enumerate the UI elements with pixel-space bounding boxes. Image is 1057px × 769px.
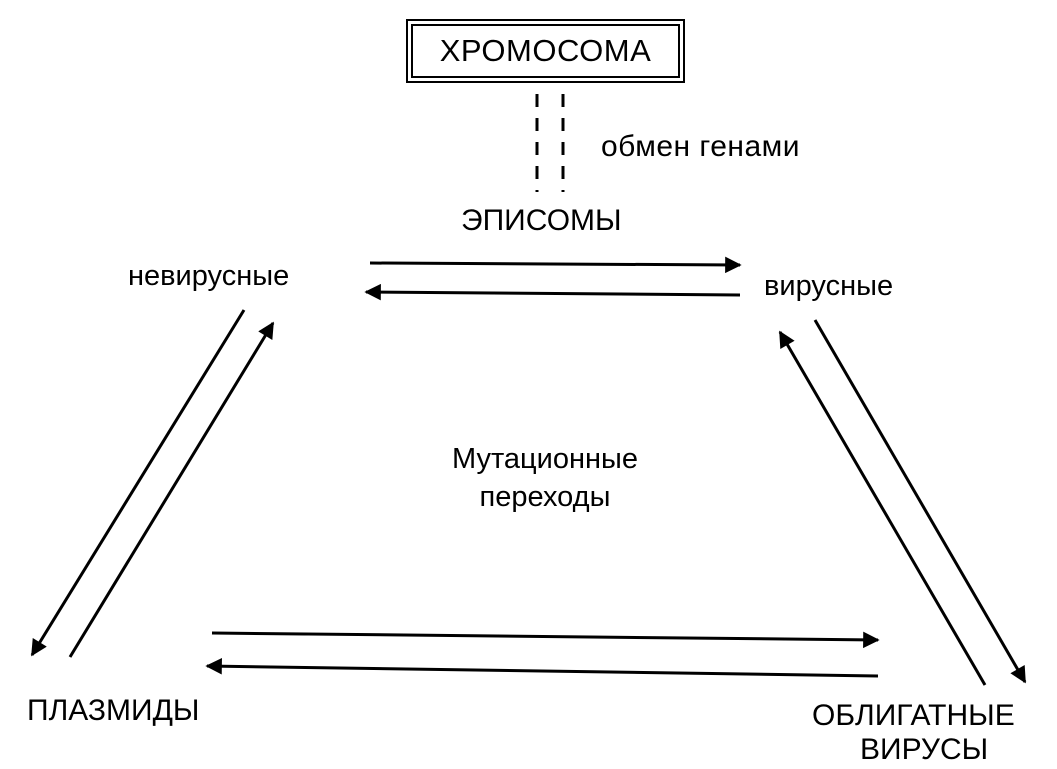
arrow-viral-to-obligate xyxy=(813,319,1027,684)
mutational-line-1: Мутационные xyxy=(451,443,638,475)
mutational-transitions-label: Мутационные переходы xyxy=(400,440,690,516)
arrow-viral-to-nonviral xyxy=(364,283,741,301)
arrow-nonviral-to-viral xyxy=(369,256,742,274)
mutational-line-2: переходы xyxy=(479,481,611,513)
arrow-plasmids-to-nonviral xyxy=(68,321,275,658)
nonviral-label: невирусные xyxy=(128,260,290,292)
arrow-obligate-to-viral xyxy=(778,330,987,686)
arrow-nonviral-to-plasmids xyxy=(30,309,246,657)
viral-label: вирусные xyxy=(764,270,894,302)
episomes-label: ЭПИСОМЫ xyxy=(461,204,622,237)
chromosome-box: ХРОМОСОМА xyxy=(406,19,685,83)
arrow-plasmids-to-obligate xyxy=(211,631,880,649)
obligate-viruses-line-1: ОБЛИГАТНЫЕ xyxy=(812,699,1015,732)
gene-exchange-label: обмен генами xyxy=(601,130,801,163)
obligate-viruses-line-2: ВИРУСЫ xyxy=(860,733,989,766)
chromosome-label: ХРОМОСОМА xyxy=(439,33,652,68)
plasmids-label: ПЛАЗМИДЫ xyxy=(27,694,200,727)
arrow-obligate-to-plasmids xyxy=(205,657,879,678)
